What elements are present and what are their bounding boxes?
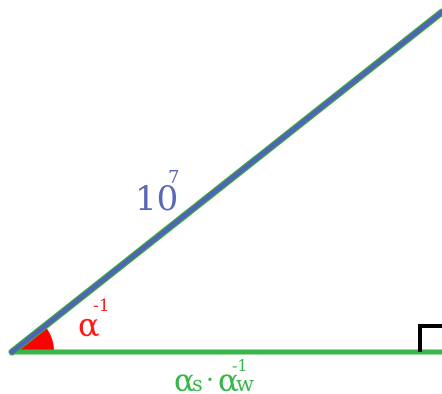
angle-label-base: α (78, 306, 100, 344)
hypotenuse-side (9, 9, 442, 355)
base-label-term2-subscript: w (236, 372, 254, 394)
hypotenuse-label-base: 10 (135, 179, 178, 219)
angle-label-exponent: -1 (93, 296, 110, 316)
base-label-term1: α (174, 363, 195, 394)
hypotenuse-label-exponent: 7 (168, 167, 179, 188)
base-label-operator: · (206, 365, 214, 394)
right-angle-marker (418, 324, 442, 352)
base-label-term2-exponent: -1 (232, 356, 248, 375)
base-label-term1-subscript: s (192, 372, 203, 394)
base-label-term2: α (218, 363, 239, 394)
